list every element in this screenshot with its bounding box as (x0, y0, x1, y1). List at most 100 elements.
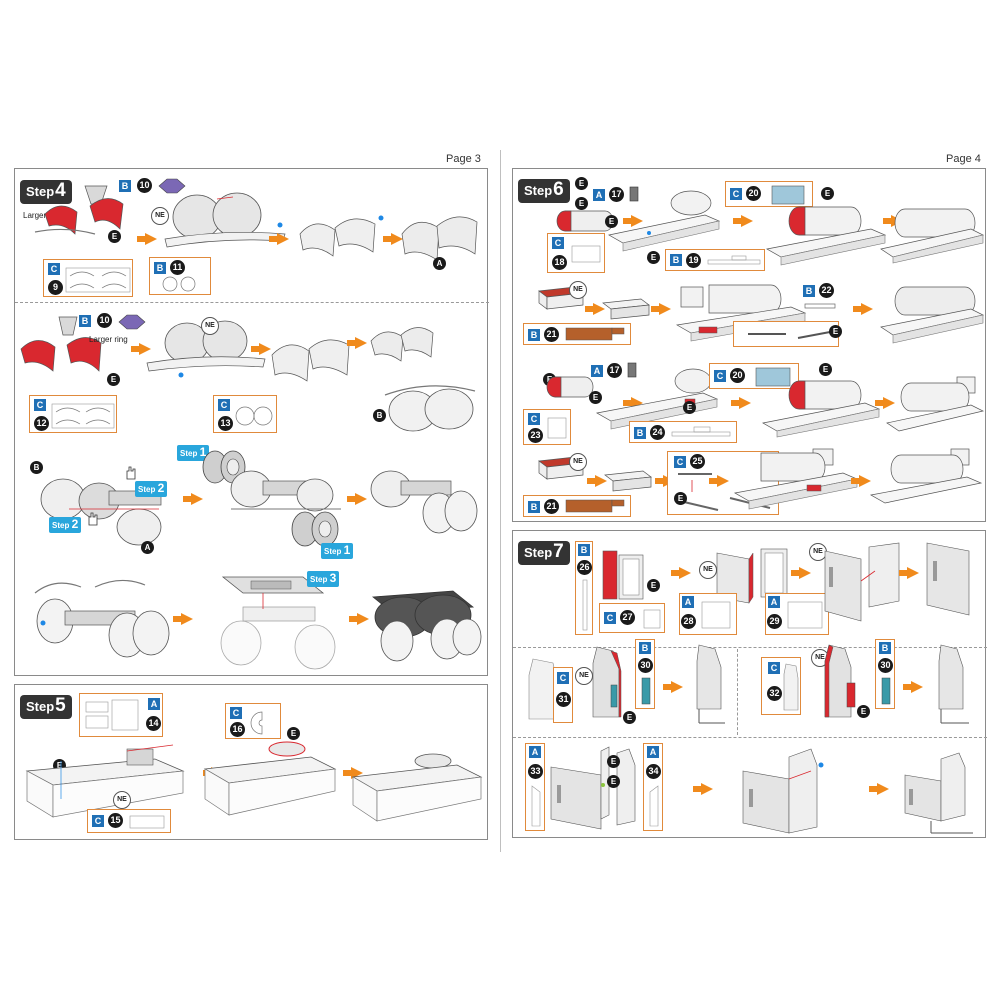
dual-wheel-unit-illustration (384, 385, 476, 432)
substep-2-label: Step 2 (49, 517, 82, 533)
wheel-icon (291, 511, 339, 547)
part-30-callout: B 30 (875, 639, 895, 709)
part-sheet-tag: B (119, 180, 131, 192)
page-number-left: Page 3 (446, 153, 481, 165)
cab-assembly-illustration (550, 746, 636, 830)
fender-unit-illustration (370, 327, 434, 362)
chassis-completed-illustration (371, 590, 482, 662)
axle-with-discs-illustration (164, 192, 286, 248)
part-e-marker: E (607, 775, 620, 788)
chassis-axle-assembly-illustration (40, 478, 162, 546)
arrow-right-icon (349, 613, 369, 625)
arrow-right-icon (733, 215, 753, 227)
fender-assembly-illustration (34, 185, 124, 235)
purple-part-icon (118, 314, 146, 330)
cab-side-panel-completed-illustration (696, 644, 725, 724)
part-e-marker: E (575, 197, 588, 210)
chassis-rail-with-tank-illustration (766, 206, 887, 266)
part-e-marker: E (821, 187, 834, 200)
part-e-marker: E (575, 177, 588, 190)
part-18-callout: C 18 (547, 233, 605, 273)
arrow-right-icon (663, 681, 683, 693)
part-number: 17 (609, 187, 624, 202)
arrow-right-icon (671, 567, 691, 579)
tank-part-illustration (556, 210, 614, 232)
part-sheet-tag: B (803, 285, 815, 297)
step-4-label: Step4 (20, 180, 72, 204)
cab-panel-illustration (602, 550, 644, 600)
part-sheet-tag: B (79, 315, 91, 327)
gray-part-icon (627, 362, 637, 378)
arrow-right-icon (851, 475, 871, 487)
part-number: 10 (97, 313, 112, 328)
purple-part-icon (158, 178, 186, 194)
subassembly-b-marker: B (373, 409, 386, 422)
arrow-right-icon (709, 475, 729, 487)
arrow-right-icon (651, 303, 671, 315)
arrow-right-icon (269, 233, 289, 245)
chassis-with-wheels-illustration (370, 470, 478, 534)
part-e-marker: E (589, 391, 602, 404)
fender-pair-illustration (299, 215, 384, 257)
ne-marker: NE (113, 791, 131, 809)
part-29-callout: A 29 (765, 593, 829, 635)
part-26-callout: B 26 (575, 541, 593, 635)
part-21-callout: B 21 (523, 323, 631, 345)
substep-1-label: Step 1 (321, 543, 354, 559)
fender-unit-illustration (401, 216, 478, 261)
chassis-rail-with-tank-completed-illustration (886, 376, 985, 432)
part-e-marker: E (857, 705, 870, 718)
part-27-callout: C 27 (599, 603, 665, 633)
part-12-callout: C 12 (29, 395, 117, 433)
arrow-right-icon (869, 783, 889, 795)
part-23-callout: C 23 (523, 409, 571, 445)
chassis-rail-with-tank-completed-illustration (880, 286, 985, 344)
part-e-marker: E (108, 230, 121, 243)
part-number: 17 (607, 363, 622, 378)
part-e-marker: E (829, 325, 842, 338)
chassis-with-wheels-illustration (34, 579, 170, 658)
arrow-right-icon (623, 215, 643, 227)
arrow-right-icon (587, 475, 607, 487)
fender-assembly-illustration (20, 316, 102, 372)
part-e-marker: E (107, 373, 120, 386)
arrow-right-icon (731, 397, 751, 409)
ne-marker: NE (201, 317, 219, 335)
section-divider (737, 649, 738, 735)
chassis-rail-with-tank-completed-illustration (869, 448, 983, 504)
larger-ring-note: Larger ring (89, 335, 128, 344)
part-e-marker: E (607, 755, 620, 768)
cab-rear-wall-completed-illustration (926, 542, 970, 616)
step-5-label: Step5 (20, 695, 72, 719)
part-e-marker: E (623, 711, 636, 724)
part-30-callout: B 30 (635, 639, 655, 709)
arrow-right-icon (853, 303, 873, 315)
cab-assembly-illustration (742, 748, 824, 834)
step-6-label: Step6 (518, 179, 570, 203)
part-number: 22 (819, 283, 834, 298)
step-4-panel: Step4 Larger ring B 10 E NE B 11 A C 9 (14, 168, 489, 676)
substep-3-label: Step 3 (307, 571, 340, 587)
part-21-callout: B 21 (523, 495, 631, 517)
cab-frame-with-fifth-wheel-illustration (203, 741, 337, 816)
arrow-right-icon (899, 567, 919, 579)
arrow-right-icon (183, 493, 203, 505)
part-16-callout: C 16 (225, 703, 281, 739)
step-7-label: Step7 (518, 541, 570, 565)
part-14-callout: A 14 (79, 693, 163, 737)
part-13-callout: C 13 (213, 395, 277, 433)
subassembly-a-marker: A (433, 257, 446, 270)
chassis-rail-with-tank-illustration (762, 380, 881, 438)
subassembly-b-marker: B (30, 461, 43, 474)
arrow-right-icon (903, 681, 923, 693)
hand-icon (126, 466, 136, 480)
part-33-callout: A 33 (525, 743, 545, 831)
section-divider (513, 647, 987, 648)
part-20-callout: C 20 (725, 181, 813, 207)
arrow-right-icon (875, 397, 895, 409)
arrow-right-icon (251, 343, 271, 355)
part-31-callout: C 31 (553, 667, 573, 723)
part-9-callout: C 9 (43, 259, 133, 297)
part-e-marker: E (647, 579, 660, 592)
part-number: 10 (137, 178, 152, 193)
